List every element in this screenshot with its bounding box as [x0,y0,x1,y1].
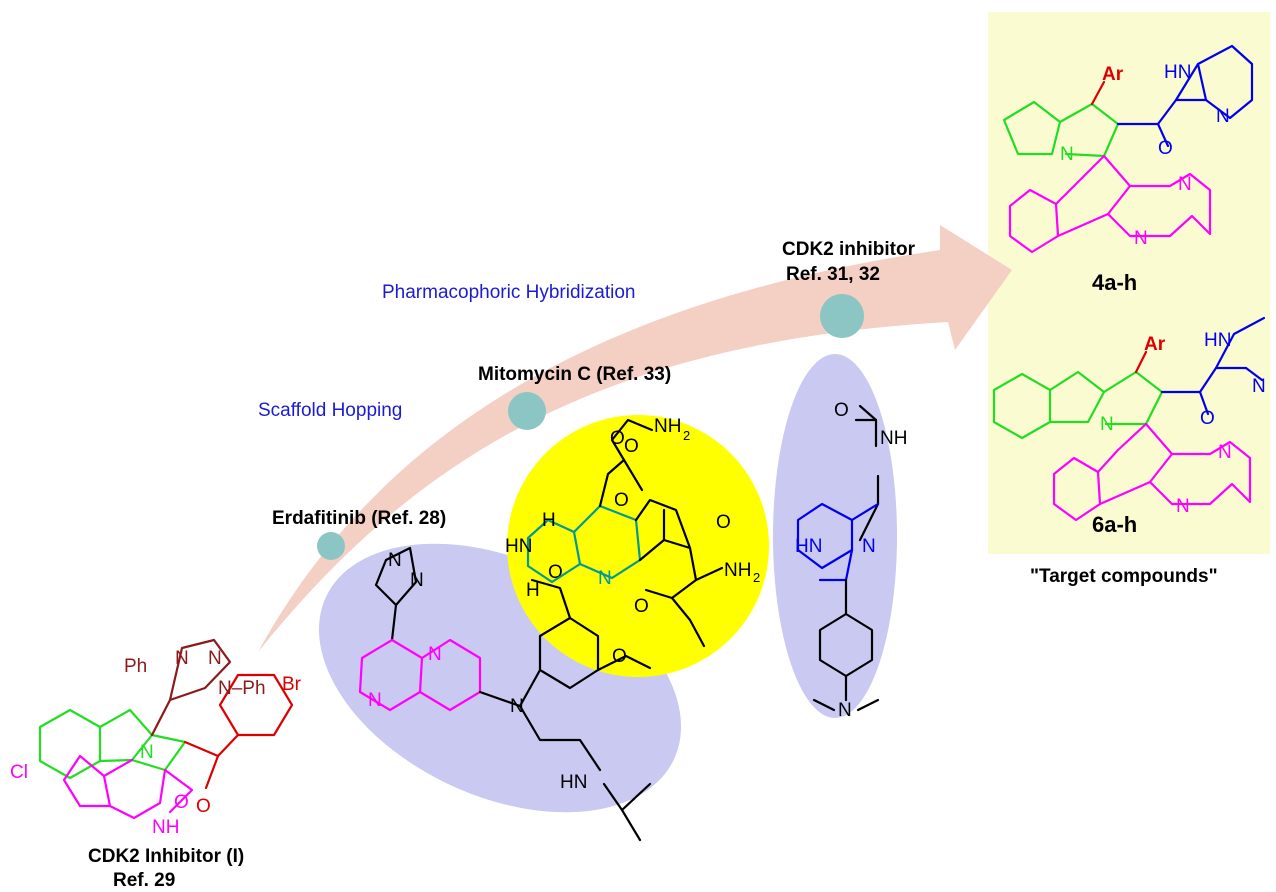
marker-mitomycin [508,392,546,430]
atom-hn-4: HN [1164,62,1191,83]
atom-cl: Cl [10,762,28,783]
atom-o-amide: O [834,400,849,421]
atom-ar-4: Ar [1102,64,1124,85]
atom-n-pyrazole-a: N [410,570,424,591]
erdafitinib-structure [358,546,652,842]
atom-n-quinox-4a: N [1178,174,1192,195]
atom-o-lactam: O [174,792,189,813]
label-ref-29: Ref. 29 [113,870,175,891]
marker-cdk2-inhibitor [820,294,864,338]
atom-o-4: O [1158,138,1173,159]
atom-n-quinox-4b: N [1134,228,1148,249]
atom-n-4: N [1216,106,1230,127]
atom-hn-isopropyl: HN [560,772,587,793]
atom-n-quinox-6a: N [1218,442,1232,463]
label-mitomycin: Mitomycin C (Ref. 33) [478,364,671,385]
label-compound-4: 4a-h [1092,270,1137,295]
label-cdk2-inhibitor: CDK2 inhibitor [782,239,916,260]
atom-n-core: N [140,742,154,763]
atom-ph-2: N–Ph [218,678,266,699]
atom-o-carbamate: O [610,428,625,449]
atom-ph-1: Ph [124,656,147,677]
atom-h-lower: H [526,580,540,601]
label-ref-31-32: Ref. 31, 32 [786,264,880,285]
atom-n-amine: N [510,696,524,717]
atom-hn-aziridine: HN [505,536,532,557]
atom-nh2-quinone-sub: 2 [753,570,760,585]
atom-o-carbamate-2: O [624,436,639,457]
atom-n-pyrazole-1: N [175,648,189,669]
hybridization-arrow [258,225,1012,652]
atom-o-quinone-a: O [716,512,731,533]
label-erdafitinib: Erdafitinib (Ref. 28) [272,508,446,529]
atom-br: Br [282,674,302,695]
atom-n-benzimidazole: N [862,536,876,557]
atom-ar-6: Ar [1144,334,1166,355]
atom-n-core-6: N [1100,414,1114,435]
label-pharmacophoric-hybridization: Pharmacophoric Hybridization [382,282,635,303]
label-scaffold-hopping: Scaffold Hopping [258,400,402,421]
atom-nh-lactam: NH [152,817,179,838]
label-target-compounds: "Target compounds" [1030,566,1218,587]
atom-n-quinox-6b: N [1176,496,1190,517]
target-6-structure [992,316,1266,522]
atom-h-upper: H [542,510,556,531]
label-cdk2-inhibitor-i: CDK2 Inhibitor (I) [88,846,244,867]
atom-n-dimethyl: N [838,700,852,721]
atom-n-6: N [1252,376,1266,397]
atom-o-quinone-b: O [634,596,649,617]
compound-i-structure [38,638,294,820]
marker-erdafitinib [317,532,345,560]
atom-o-ketone: O [196,796,211,817]
atom-o-methoxy-b: O [612,646,627,667]
atom-o-methoxy: O [614,490,629,511]
atom-nh2-carbamate-sub: 2 [683,428,690,443]
atom-nh2-carbamate: NH [654,416,681,437]
atom-nh-amide: NH [880,428,907,449]
cdk2-inhibitor-structure [796,404,880,712]
target-4-structure [1002,44,1254,254]
atom-n-pyrazole-2: N [208,648,222,669]
atom-o-6: O [1200,408,1215,429]
atom-n-core-4: N [1060,144,1074,165]
atom-n-quinoxaline-a: N [428,644,442,665]
atom-nh2-quinone: NH [724,560,751,581]
atom-n-quinoxaline-b: N [368,690,382,711]
atom-hn-6: HN [1204,330,1231,351]
atom-n-mitomycin: N [598,568,612,589]
atom-hn-benzimidazole: HN [795,536,822,557]
atom-n-pyrazole-b: N [388,550,402,571]
mitomycin-structure [526,418,724,648]
label-compound-6: 6a-h [1092,512,1137,537]
